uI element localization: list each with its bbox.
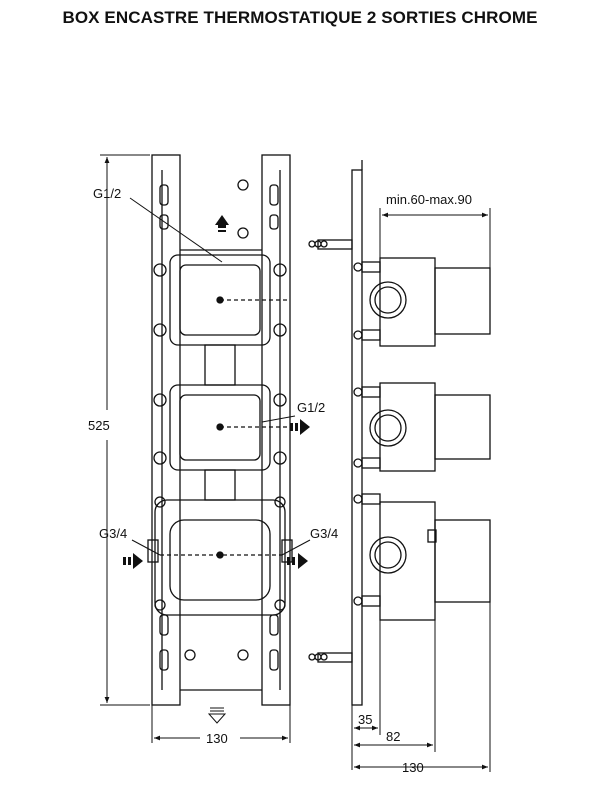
dim-front-width-label: 130 bbox=[206, 731, 228, 746]
upper-outlet-module bbox=[153, 254, 288, 386]
dim-line-front-width bbox=[151, 705, 291, 743]
inlet-arrow-left-icon bbox=[123, 553, 143, 569]
label-middle-outlet-thread: G1/2 bbox=[297, 400, 325, 415]
dim-side-82-label: 82 bbox=[386, 729, 400, 744]
dim-side-130-label: 130 bbox=[402, 760, 424, 775]
label-right-inlet-thread: G3/4 bbox=[310, 526, 338, 541]
label-left-inlet-thread: G3/4 bbox=[99, 526, 127, 541]
dim-line-height bbox=[100, 154, 150, 706]
dim-line-side-35 bbox=[351, 620, 381, 770]
mounting-stud-bottom bbox=[308, 652, 353, 663]
front-view bbox=[147, 154, 293, 706]
inlet-arrow-right-icon bbox=[287, 553, 308, 569]
dim-depth-range-label: min.60-max.90 bbox=[386, 192, 472, 207]
flow-arrow-right-icon bbox=[290, 419, 310, 435]
side-view bbox=[308, 160, 491, 706]
drain-arrow-down-icon bbox=[207, 707, 227, 724]
dim-line-side-82 bbox=[354, 620, 436, 752]
dim-height-label: 525 bbox=[88, 418, 110, 433]
thermostatic-inlet-module bbox=[147, 496, 293, 616]
page-title: BOX ENCASTRE THERMOSTATIQUE 2 SORTIES CH… bbox=[62, 8, 538, 27]
mounting-stud-top bbox=[308, 239, 353, 250]
dim-line-depth-range bbox=[379, 208, 491, 268]
flow-arrow-up-icon bbox=[215, 215, 229, 232]
dim-side-35-label: 35 bbox=[358, 712, 372, 727]
middle-outlet-module bbox=[153, 384, 290, 501]
dim-line-side-130 bbox=[354, 602, 491, 772]
